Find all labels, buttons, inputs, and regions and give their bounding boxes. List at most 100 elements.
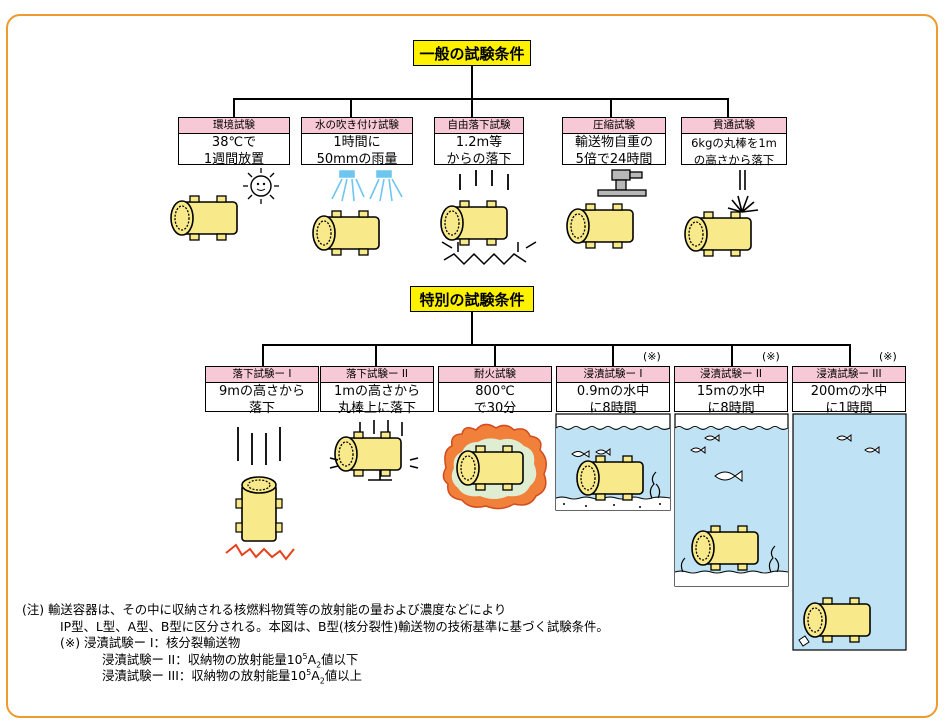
special-conditions-header: 特別の試験条件: [410, 286, 534, 312]
test-condition: 200mの水中: [810, 384, 888, 399]
note-sub: 2: [319, 676, 325, 686]
test-condition: に8時間: [589, 401, 637, 416]
test-condition: 50mmの雨量: [316, 152, 398, 167]
connector: [731, 344, 733, 367]
rock-icon: [798, 635, 810, 647]
test-box-water-spray: 水の吹き付け試験 1時間に 50mmの雨量: [301, 117, 413, 167]
test-box-immersion-2: 浸漬試験ー II 15mの水中 に8時間: [674, 366, 788, 416]
container-icon: [235, 476, 283, 542]
note-text: 浸漬試験ー III：収納物の放射能量10: [102, 668, 307, 684]
connector: [233, 98, 235, 118]
container-icon: [334, 431, 402, 477]
note-2-line-1: (※) 浸漬試験ー I：核分裂輸送物: [22, 635, 609, 652]
test-condition: の高さから落下: [693, 153, 775, 167]
test-label: 浸漬試験ー III: [793, 367, 905, 383]
connector: [375, 344, 377, 367]
test-box-drop-2: 落下試験ー II 1mの高さから 丸棒上に落下: [320, 366, 434, 416]
note-2-line-2: 浸漬試験ー II：収納物の放射能量105A2値以下: [22, 652, 609, 669]
connector: [471, 98, 473, 118]
connector: [494, 344, 496, 367]
test-box-free-drop: 自由落下試験 1.2m等 からの落下: [434, 117, 524, 167]
test-label: 自由落下試験: [435, 118, 523, 134]
test-label: 耐火試験: [439, 367, 551, 383]
test-box-immersion-1: 浸漬試験ー I 0.9mの水中 に8時間: [556, 366, 670, 416]
note-prefix: (注): [22, 602, 45, 617]
test-label: 水の吹き付け試験: [302, 118, 412, 134]
note-1-line-2: IP型、L型、A型、B型に区分される。本図は、B型(核分裂性)輸送物の技術基準に…: [60, 618, 609, 634]
note-text: 値以下: [321, 651, 359, 667]
test-condition: に8時間: [707, 401, 755, 416]
drop-9m-illustration: [225, 427, 295, 561]
test-condition: 1.2m等: [455, 135, 503, 150]
bar-icon: [329, 457, 419, 481]
container-icon: [691, 525, 759, 571]
note-text: A: [311, 668, 320, 684]
compression-test-illustration: [566, 169, 647, 249]
test-label: 圧縮試験: [563, 118, 665, 134]
immersion-09m-illustration: [555, 413, 671, 511]
immersion-200m-illustration: [792, 413, 907, 651]
test-box-fire: 耐火試験 800℃ で30分: [438, 366, 552, 416]
fish-icon: [690, 434, 743, 482]
note-text: 浸漬試験ー II：収納物の放射能量10: [102, 651, 303, 667]
test-condition: で30分: [473, 401, 517, 416]
connector: [610, 98, 612, 118]
test-condition: 9mの高さから: [219, 384, 305, 399]
note-text: 輸送容器は、その中に収納される核燃料物質等の放射能の量および濃度などにより: [48, 602, 507, 617]
sun-icon: [243, 168, 279, 204]
fish-icon: [836, 434, 880, 454]
container-icon: [566, 203, 634, 249]
note-text: A: [307, 651, 317, 667]
test-condition: 0.9mの水中: [576, 384, 650, 399]
impact-icon: [727, 195, 759, 213]
note-prefix: (※): [60, 635, 81, 651]
fish-icon: [571, 448, 611, 458]
impact-icon: [441, 241, 537, 266]
container-icon: [170, 195, 238, 241]
test-condition: 15mの水中: [696, 384, 766, 399]
test-condition: からの落下: [446, 152, 512, 167]
container-icon: [312, 210, 380, 256]
test-condition: 1mの高さから: [334, 384, 420, 399]
connector: [233, 98, 728, 100]
general-conditions-header: 一般の試験条件: [413, 40, 531, 66]
seaweed-icon: [649, 471, 661, 499]
note-1-line-1: (注) 輸送容器は、その中に収納される核燃料物質等の放射能の量および濃度などによ…: [22, 602, 609, 619]
connector: [612, 344, 614, 367]
note-sup: 5: [306, 668, 312, 678]
connector: [471, 66, 473, 99]
test-box-drop-1: 落下試験ー I 9mの高さから 落下: [205, 366, 319, 416]
test-box-environment: 環境試験 38℃で 1週間放置: [178, 117, 290, 167]
notes: (注) 輸送容器は、その中に収納される核燃料物質等の放射能の量および濃度などによ…: [22, 602, 609, 685]
impact-icon: [225, 543, 295, 561]
note-2-line-3: 浸漬試験ー III：収納物の放射能量105A2値以上: [22, 668, 609, 685]
container-icon: [456, 445, 524, 491]
footnote-mark: (※): [762, 350, 780, 363]
test-condition: 38℃で: [211, 135, 257, 150]
test-label: 落下試験ー II: [321, 367, 433, 383]
note-sub: 2: [316, 660, 322, 670]
free-drop-test-illustration: [440, 170, 537, 266]
test-box-compression: 圧縮試験 輸送物自重の 5倍で24時間: [562, 117, 666, 167]
test-condition: 落下: [248, 401, 275, 416]
test-condition: に1時間: [825, 401, 873, 416]
test-condition: 6kgの丸棒を1m: [691, 136, 777, 150]
spray-icon: [331, 170, 403, 202]
test-condition: 1週間放置: [203, 152, 265, 167]
test-box-penetration: 貫通試験 6kgの丸棒を1m の高さから落下: [681, 117, 787, 167]
test-label: 浸漬試験ー II: [675, 367, 787, 383]
immersion-15m-illustration: [674, 413, 789, 587]
seaweed-icon: [680, 545, 780, 573]
press-icon: [597, 169, 647, 197]
environment-test-illustration: [170, 168, 279, 241]
penetration-test-illustration: [684, 170, 759, 257]
container-icon: [803, 597, 871, 643]
test-condition: 1時間に: [333, 135, 381, 150]
container-icon: [684, 211, 752, 257]
water-spray-test-illustration: [312, 170, 403, 256]
connector: [350, 98, 352, 118]
container-icon: [576, 455, 644, 501]
test-condition: 輸送物自重の: [574, 135, 653, 150]
connector: [849, 344, 851, 367]
test-condition: 800℃: [475, 384, 515, 399]
